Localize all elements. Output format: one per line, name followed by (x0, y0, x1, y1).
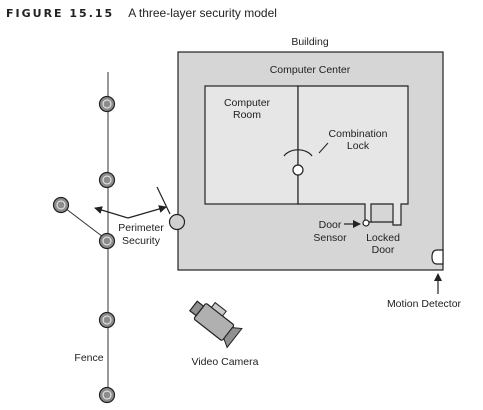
perimeter-sensor-icon (168, 213, 186, 231)
fence-post-icon (52, 196, 70, 214)
perimeter-security-label-line2: Security (122, 235, 161, 247)
computer-center-room (297, 85, 409, 226)
perimeter-arrow-to-sensor (127, 205, 167, 219)
fence-post-icon (98, 171, 116, 189)
combination-lock-pointer (318, 142, 329, 154)
video-camera-label: Video Camera (192, 356, 259, 368)
computer-room-label-line1: Computer (224, 97, 271, 109)
figure-label: FIGURE 15.15 (6, 7, 115, 20)
locked-door-label-line1: Locked (366, 232, 400, 244)
door-sensor-label-line2: Sensor (313, 232, 347, 244)
door-sensor-label-line1: Door (319, 219, 342, 231)
combination-lock-label-line1: Combination (329, 128, 388, 140)
perimeter-arrow-to-fence (94, 206, 129, 219)
fence-post-icon (98, 95, 116, 113)
fence-branch-line (60, 204, 108, 241)
fence-post-icon (98, 386, 116, 404)
fence-label: Fence (74, 352, 103, 364)
fence-post-icon (98, 232, 116, 250)
motion-detector-label: Motion Detector (387, 298, 462, 310)
video-camera-icon (188, 300, 243, 349)
figure-title: A three-layer security model (128, 6, 277, 20)
perimeter-gate-line (156, 186, 171, 215)
building-label: Building (291, 36, 329, 48)
locked-door-label-line2: Door (372, 244, 395, 256)
computer-room-label-line2: Room (233, 109, 261, 121)
door-sensor-icon (362, 219, 370, 227)
combination-lock-icon (283, 149, 313, 176)
motion-detector-icon (431, 249, 444, 265)
figure-caption: FIGURE 15.15 A three-layer security mode… (6, 4, 277, 22)
fence-post-icon (98, 311, 116, 329)
perimeter-security-label-line1: Perimeter (118, 222, 164, 234)
combination-lock-label-line2: Lock (347, 140, 370, 152)
computer-center-label: Computer Center (270, 64, 351, 76)
